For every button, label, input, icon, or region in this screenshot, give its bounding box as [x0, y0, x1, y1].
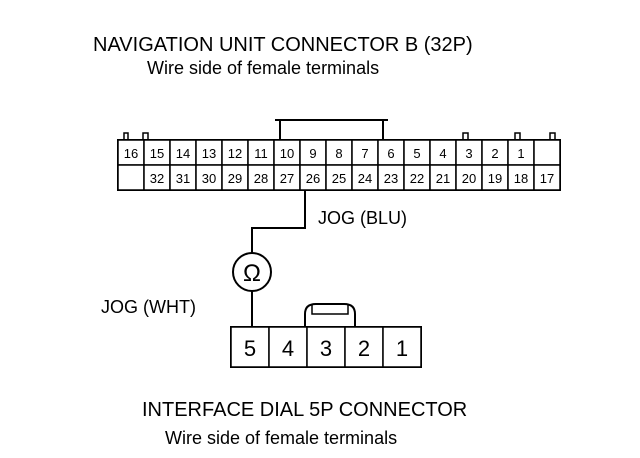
nav-pin-cell	[377, 164, 405, 191]
nav-connector-top-row: 16 15 14 13 12 11 10 9 8 7 6 5 4 3 2 1	[117, 139, 561, 166]
nav-pin-label: 25	[332, 171, 346, 186]
ohmmeter-symbol: Ω	[232, 252, 272, 292]
nav-pin-label: 19	[488, 171, 502, 186]
dial-pin-cell	[306, 326, 346, 368]
nav-pin-label: 10	[280, 146, 294, 161]
nav-pin-label: 29	[228, 171, 242, 186]
nav-pin-label: 13	[202, 146, 216, 161]
nav-pin-label: 17	[540, 171, 554, 186]
nav-pin-cell	[221, 164, 249, 191]
nav-pin-label: 21	[436, 171, 450, 186]
nav-pin-label: 20	[462, 171, 476, 186]
nav-pin-cell	[117, 139, 145, 166]
nav-pin-label: 22	[410, 171, 424, 186]
nav-pin-cell	[377, 139, 405, 166]
nav-connector-bottom-row: 32 31 30 29 28 27 26 25 24 23 22 21 20 19 18 17	[117, 164, 561, 191]
nav-pin-label: 7	[361, 146, 368, 161]
nav-pin-label: 15	[150, 146, 164, 161]
nav-pin-cell	[195, 164, 223, 191]
wire-jog-blu	[251, 190, 306, 254]
ohm-icon: Ω	[243, 260, 261, 287]
nav-pin-label: 32	[150, 171, 164, 186]
nav-connector-subtitle: Wire side of female terminals	[147, 58, 379, 78]
nav-pin-label: 28	[254, 171, 268, 186]
nav-pin-label: 4	[439, 146, 446, 161]
nav-blank-cell	[533, 139, 561, 166]
nav-pin-cell	[143, 164, 171, 191]
dial-pin-cell	[382, 326, 422, 368]
nav-pin-label: 8	[335, 146, 342, 161]
nav-pin-label: 11	[254, 146, 268, 161]
nav-pin-label: 31	[176, 171, 190, 186]
dial-pin-cell	[268, 326, 308, 368]
nav-pin-cell	[507, 164, 535, 191]
nav-pin-label: 18	[514, 171, 528, 186]
dial-pin-label: 5	[244, 336, 256, 361]
nav-pin-cell	[533, 164, 561, 191]
nav-pin-label: 24	[358, 171, 372, 186]
nav-pin-cell	[169, 139, 197, 166]
nav-pin-label: 2	[491, 146, 498, 161]
nav-pin-label: 14	[176, 146, 190, 161]
nav-pin-label: 5	[413, 146, 420, 161]
wire-jog-wht	[236, 291, 253, 328]
nav-pin-label: 9	[309, 146, 316, 161]
label-jog-blu: JOG (BLU)	[318, 208, 407, 228]
nav-pin-label: 12	[228, 146, 242, 161]
nav-pin-cell	[247, 139, 275, 166]
nav-pin-label: 16	[124, 146, 138, 161]
dial-connector: 5 4 3 2 1	[230, 303, 422, 368]
label-jog-wht: JOG (WHT)	[101, 297, 196, 317]
nav-pin-cell	[325, 139, 353, 166]
nav-pin-label: 6	[387, 146, 394, 161]
nav-pin-label: 1	[517, 146, 524, 161]
nav-pin-cell	[169, 164, 197, 191]
nav-pin-label: 30	[202, 171, 216, 186]
nav-pin-label: 3	[465, 146, 472, 161]
nav-pin-label: 23	[384, 171, 398, 186]
nav-pin-label: 26	[306, 171, 320, 186]
dial-pin-cell	[230, 326, 270, 368]
nav-connector-title: NAVIGATION UNIT CONNECTOR B (32P)	[93, 34, 473, 56]
nav-pin-cell	[403, 139, 431, 166]
dial-pin-label: 1	[396, 336, 408, 361]
dial-connector-subtitle: Wire side of female terminals	[165, 428, 397, 448]
dial-connector-title: INTERFACE DIAL 5P CONNECTOR	[142, 399, 467, 421]
nav-pin-cell	[429, 164, 457, 191]
dial-connector-pins: 5 4 3 2 1	[230, 326, 422, 368]
nav-pin-label: 27	[280, 171, 294, 186]
dial-pin-label: 3	[320, 336, 332, 361]
nav-blank-cell	[117, 164, 145, 191]
dial-pin-label: 2	[358, 336, 370, 361]
dial-connector-lock-tab	[304, 303, 356, 327]
dial-pin-label: 4	[282, 336, 294, 361]
nav-connector-lock-tab	[279, 119, 384, 140]
